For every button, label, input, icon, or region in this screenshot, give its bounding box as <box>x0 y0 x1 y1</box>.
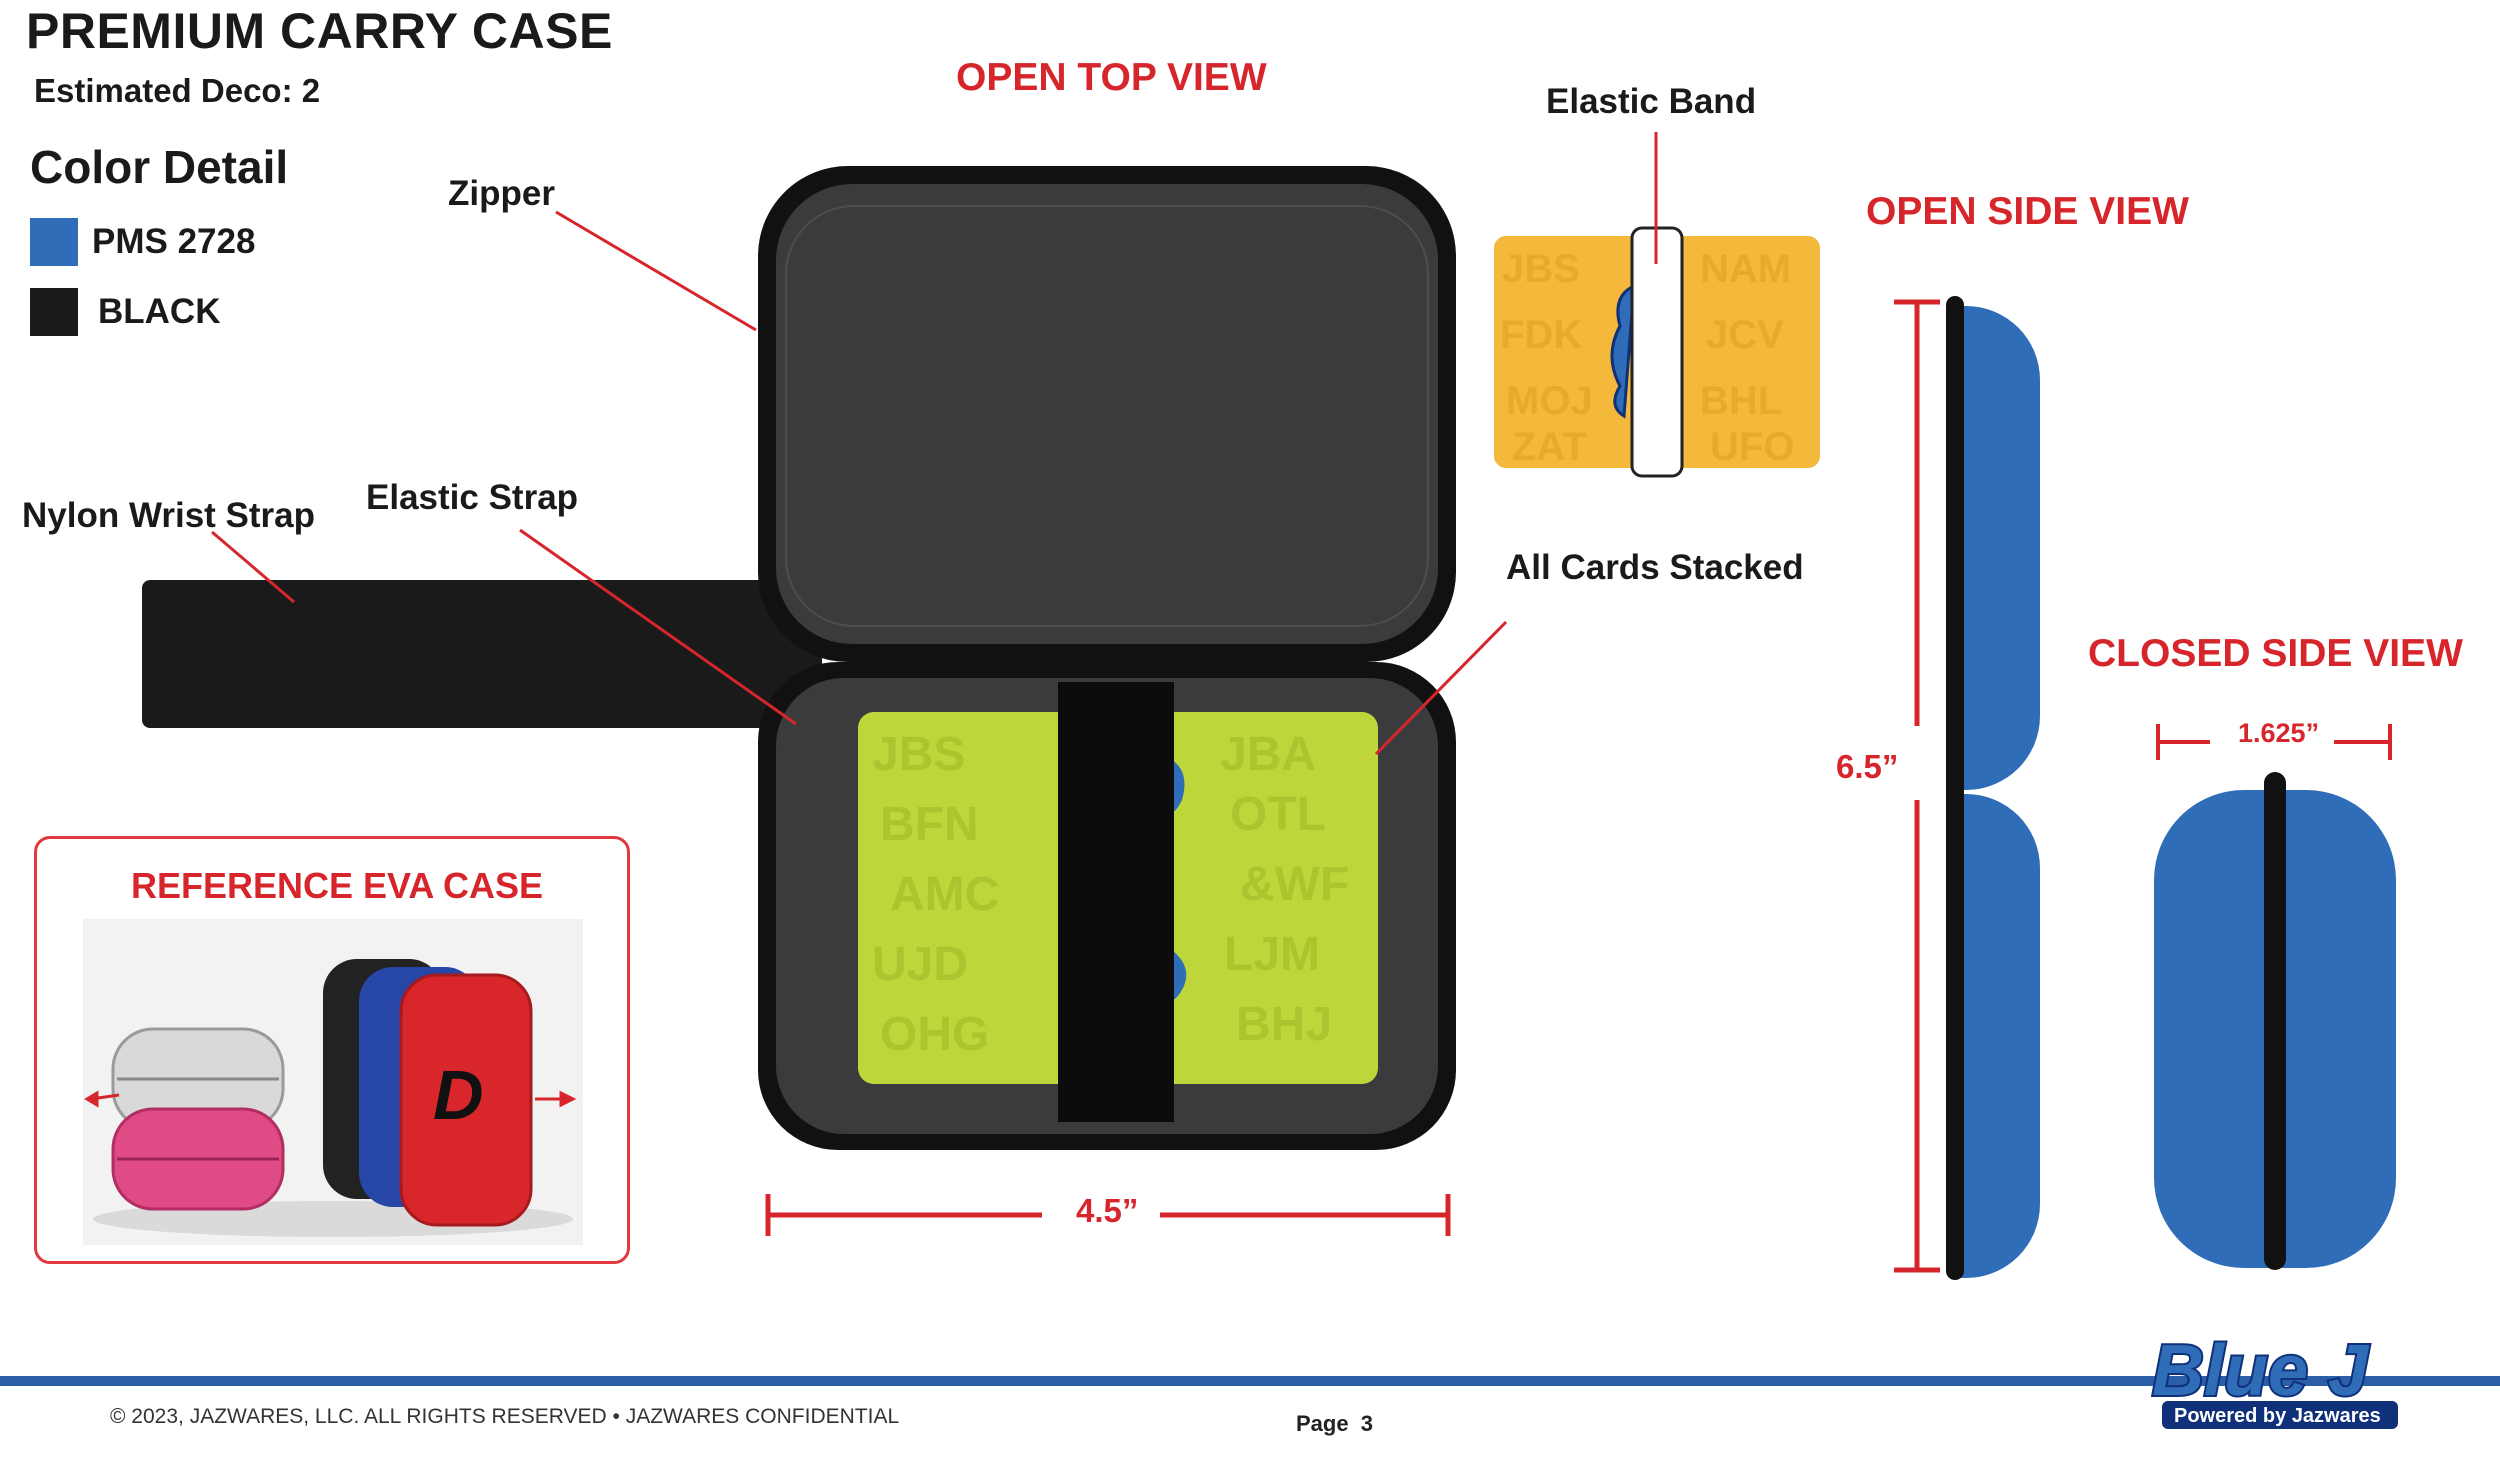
svg-text:JBS: JBS <box>1502 247 1580 291</box>
reference-case-photo: D <box>83 919 583 1245</box>
open-side-upper <box>1956 306 2040 790</box>
svg-text:AMC: AMC <box>890 868 999 921</box>
document-title: PREMIUM CARRY CASE <box>26 3 613 59</box>
mascot-peek-bottom <box>1172 950 1187 1000</box>
title-closed-side-view: CLOSED SIDE VIEW <box>2088 632 2463 675</box>
leader-elastic-strap <box>519 528 797 726</box>
reference-eva-case-box: REFERENCE EVA CASE D <box>34 836 630 1264</box>
callout-all-cards-stacked: All Cards Stacked <box>1506 548 1804 587</box>
card-pattern: JBS JBA BFN OTL AMC&WF UJD LJM OHG BHJ <box>872 728 1349 1061</box>
swatch-pms-2728 <box>30 218 78 266</box>
svg-text:BHL: BHL <box>1700 379 1782 423</box>
svg-text:JBS: JBS <box>872 728 965 781</box>
svg-text:NAM: NAM <box>1700 247 1791 291</box>
callout-zipper: Zipper <box>448 174 555 213</box>
leader-nylon-strap <box>211 530 295 604</box>
logo-tagline: Powered by Jazwares <box>2174 1405 2381 1427</box>
svg-text:UFO: UFO <box>1710 425 1794 469</box>
band-mascot <box>1610 283 1636 419</box>
callout-elastic-band: Elastic Band <box>1546 82 1757 121</box>
elastic-strap <box>1058 682 1174 1122</box>
page-number: Page 3 <box>1296 1411 1374 1436</box>
case-lid-inner <box>776 184 1438 644</box>
svg-text:BFN: BFN <box>880 798 979 851</box>
leader-all-cards <box>1374 620 1508 756</box>
svg-text:JCV: JCV <box>1706 313 1784 357</box>
swatch-label-black: BLACK <box>98 292 221 331</box>
elastic-band <box>1630 226 1684 478</box>
svg-text:D: D <box>433 1056 484 1134</box>
svg-text:ZAT: ZAT <box>1512 425 1587 469</box>
callout-nylon-wrist-strap: Nylon Wrist Strap <box>22 496 316 535</box>
svg-text:LJM: LJM <box>1224 928 1320 981</box>
dim-height-label: 6.5” <box>1836 748 1899 785</box>
svg-text:JBA: JBA <box>1220 728 1316 781</box>
open-side-spine <box>1946 296 1964 1280</box>
footer-rule <box>0 1376 2500 1386</box>
blue-j-logo: Blue J Powered by Jazwares <box>2150 1331 2398 1429</box>
dim-width-label: 4.5” <box>1076 1192 1139 1229</box>
swatch-black <box>30 288 78 336</box>
svg-text:UJD: UJD <box>872 938 968 991</box>
title-open-top-view: OPEN TOP VIEW <box>956 56 1267 99</box>
case-lid-seam <box>785 205 1429 627</box>
leader-zipper <box>555 210 757 332</box>
swatch-label-pms-2728: PMS 2728 <box>92 222 256 261</box>
svg-text:OHG: OHG <box>880 1008 989 1061</box>
svg-text:OTL: OTL <box>1230 788 1326 841</box>
callout-elastic-strap: Elastic Strap <box>366 478 579 517</box>
footer-copyright: © 2023, JAZWARES, LLC. ALL RIGHTS RESERV… <box>110 1405 900 1428</box>
yellow-card-pattern: JBS NAM FDK JCV MOJ BHL ZAT UFO <box>1500 247 1794 469</box>
logo-wordmark: Blue J <box>2152 1331 2370 1411</box>
svg-text:&WF: &WF <box>1240 858 1349 911</box>
closed-side-zipper <box>2264 772 2286 1270</box>
dim-depth-label: 1.625” <box>2238 718 2320 748</box>
nylon-wrist-strap <box>142 580 822 728</box>
svg-text:MOJ: MOJ <box>1506 379 1593 423</box>
color-detail-heading: Color Detail <box>30 141 289 193</box>
estimated-deco: Estimated Deco: 2 <box>34 72 321 109</box>
svg-text:FDK: FDK <box>1500 313 1582 357</box>
svg-text:BHJ: BHJ <box>1236 998 1332 1051</box>
open-side-lower <box>1956 794 2040 1278</box>
mascot-peek-top <box>1172 760 1185 812</box>
title-open-side-view: OPEN SIDE VIEW <box>1866 190 2189 233</box>
reference-title: REFERENCE EVA CASE <box>131 865 544 906</box>
